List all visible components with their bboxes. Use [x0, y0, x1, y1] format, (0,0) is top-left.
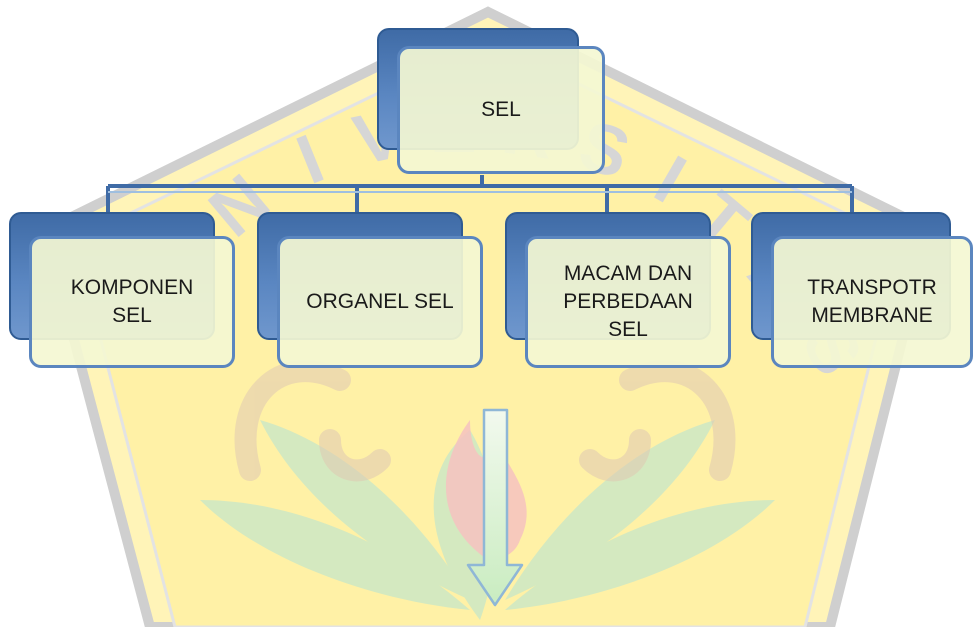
down-arrow-shape [466, 408, 524, 607]
child-node-4-box: TRANSPOTR MEMBRANE [771, 236, 973, 368]
watermark-swirls [234, 360, 736, 482]
child-node-transpotr-membrane: TRANSPOTR MEMBRANE [751, 212, 973, 368]
watermark-leaves [200, 420, 775, 620]
child-node-1-box: KOMPONEN SEL [29, 236, 235, 368]
child-node-organel-sel: ORGANEL SEL [257, 212, 483, 368]
child-node-1-label: KOMPONEN SEL [70, 276, 194, 327]
child-node-2-box: ORGANEL SEL [277, 236, 483, 368]
child-node-3-label: MACAM DAN PERBEDAAN SEL [563, 262, 693, 341]
root-node: SEL [377, 28, 607, 178]
child-node-macam-dan-perbedaan-sel: MACAM DAN PERBEDAAN SEL [505, 212, 731, 368]
child-node-komponen-sel: KOMPONEN SEL [9, 212, 235, 368]
child-node-2-label: ORGANEL SEL [306, 290, 454, 313]
root-node-box: SEL [397, 46, 605, 174]
child-node-4-label: TRANSPOTR MEMBRANE [807, 276, 937, 327]
root-node-label: SEL [481, 98, 521, 121]
child-node-3-box: MACAM DAN PERBEDAAN SEL [525, 236, 731, 368]
